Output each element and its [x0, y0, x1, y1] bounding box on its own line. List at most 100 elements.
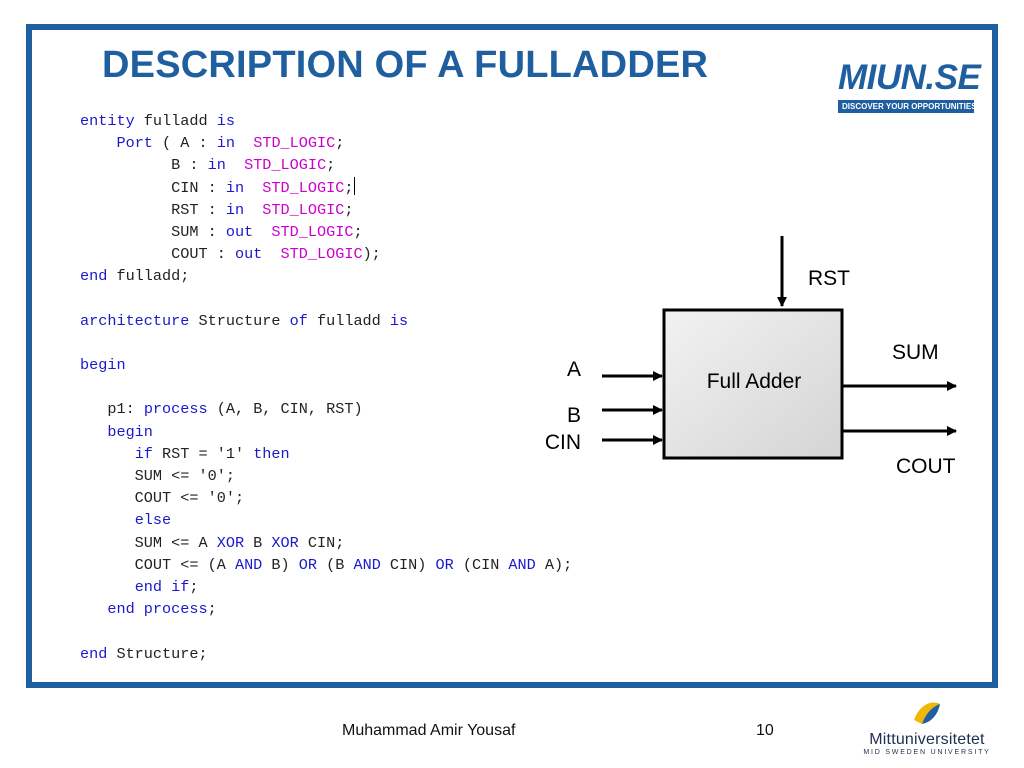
full-adder-block-label: Full Adder	[707, 370, 802, 393]
code-line: CIN : in STD_LOGIC;	[80, 176, 572, 199]
code-keyword: in	[216, 134, 235, 153]
code-text	[244, 201, 262, 219]
code-line	[80, 620, 572, 642]
code-text: p1:	[80, 400, 144, 419]
code-keyword: in	[225, 200, 245, 219]
code-line: COUT : out STD_LOGIC);	[80, 243, 572, 265]
code-text: B :	[80, 156, 208, 175]
miun-logo-word: MIUN.SE	[838, 58, 981, 97]
code-keyword: OR	[435, 555, 454, 574]
code-line: COUT <= (A AND B) OR (B AND CIN) OR (CIN…	[80, 554, 573, 576]
code-text: (B	[317, 555, 354, 574]
code-keyword: else	[134, 511, 172, 530]
code-keyword: then	[253, 444, 290, 463]
code-keyword: entity	[80, 112, 135, 130]
code-text: ;	[344, 178, 354, 197]
code-keyword: XOR	[216, 533, 245, 552]
university-emblem-icon	[914, 702, 940, 724]
code-text: ;	[207, 600, 217, 619]
code-line: end if;	[80, 576, 572, 598]
code-keyword: AND	[234, 555, 263, 574]
code-keyword: AND	[353, 555, 381, 574]
code-keyword: XOR	[271, 533, 299, 552]
code-text: (CIN	[453, 555, 509, 574]
code-text	[80, 578, 135, 596]
code-text: ;	[189, 577, 199, 596]
code-text: fulladd	[307, 311, 390, 330]
code-keyword: architecture	[80, 311, 190, 330]
code-text: Structure	[189, 311, 290, 330]
cout-label: COUT	[896, 455, 956, 478]
code-keyword: if	[134, 444, 153, 463]
code-text	[80, 511, 135, 529]
full-adder-block-diagram: Full Adder RST A B CIN SUM COUT	[545, 236, 957, 478]
code-line: B : in STD_LOGIC;	[80, 154, 572, 176]
code-text: ;	[353, 222, 363, 241]
code-text: ;	[326, 156, 336, 175]
code-line: architecture Structure of fulladd is	[80, 310, 572, 332]
code-line: begin	[80, 354, 572, 376]
sum-label: SUM	[892, 341, 939, 364]
slide-title: DESCRIPTION OF A FULLADDER	[102, 44, 709, 86]
code-text: ( A :	[152, 134, 217, 153]
code-keyword: end	[80, 644, 108, 663]
code-keyword: end if	[134, 577, 190, 596]
page-number: 10	[756, 722, 774, 739]
code-line: SUM : out STD_LOGIC;	[80, 221, 572, 243]
code-type: STD_LOGIC	[271, 222, 354, 241]
code-line: COUT <= '0';	[80, 487, 572, 509]
code-text: SUM :	[80, 222, 226, 241]
code-type: STD_LOGIC	[244, 156, 327, 175]
code-line	[80, 288, 572, 310]
mittuniversitetet-logo: Mittuniversitetet MID SWEDEN UNIVERSITY	[862, 698, 992, 756]
vhdl-code-block: entity fulladd is Port ( A : in STD_LOGI…	[80, 110, 572, 665]
miun-logo-tagline: DISCOVER YOUR OPPORTUNITIES	[838, 100, 977, 113]
code-text: B	[244, 533, 272, 552]
code-line: entity fulladd is	[80, 110, 572, 132]
code-text	[262, 245, 280, 263]
footer-author: Muhammad Amir Yousaf	[342, 722, 516, 739]
university-subtitle: MID SWEDEN UNIVERSITY	[863, 749, 991, 756]
code-keyword: begin	[107, 422, 153, 441]
code-text: SUM <= '0';	[80, 467, 235, 485]
code-text	[80, 445, 135, 463]
code-text	[235, 134, 253, 152]
code-line: end process;	[80, 598, 572, 620]
code-line: RST : in STD_LOGIC;	[80, 199, 572, 221]
code-text: CIN;	[298, 533, 345, 552]
code-keyword: is	[389, 311, 409, 330]
code-text: A);	[535, 555, 573, 574]
code-keyword: Port	[116, 134, 153, 153]
code-line	[80, 376, 572, 398]
code-text: COUT :	[80, 245, 235, 264]
code-keyword: out	[225, 222, 254, 241]
cin-label: CIN	[545, 431, 581, 454]
code-text: Structure;	[107, 644, 208, 663]
code-text: B)	[262, 555, 299, 574]
code-line: end Structure;	[80, 643, 572, 665]
code-line: SUM <= '0';	[80, 465, 572, 487]
b-label: B	[567, 404, 581, 427]
code-text: );	[362, 245, 381, 264]
code-text: fulladd;	[107, 267, 190, 286]
code-keyword: out	[234, 245, 263, 264]
code-type: STD_LOGIC	[262, 200, 345, 219]
code-text	[226, 156, 244, 174]
code-keyword: in	[225, 178, 245, 197]
code-line	[80, 332, 572, 354]
code-type: STD_LOGIC	[253, 134, 336, 153]
university-name: Mittuniversitetet	[869, 731, 985, 748]
code-text: RST = '1'	[152, 444, 254, 463]
code-text: RST :	[80, 200, 226, 219]
code-keyword: end	[80, 267, 108, 286]
code-text: ;	[344, 200, 354, 219]
code-text	[80, 600, 107, 618]
code-text: (A, B, CIN, RST)	[207, 400, 363, 419]
slide-frame: DESCRIPTION OF A FULLADDER MIUN.SE DISCO…	[26, 24, 998, 688]
code-text	[244, 179, 262, 197]
code-keyword: process	[143, 400, 208, 419]
code-text: COUT <= '0';	[80, 489, 245, 508]
code-text: CIN :	[80, 178, 226, 197]
code-keyword: is	[216, 112, 235, 130]
a-label: A	[567, 358, 581, 381]
